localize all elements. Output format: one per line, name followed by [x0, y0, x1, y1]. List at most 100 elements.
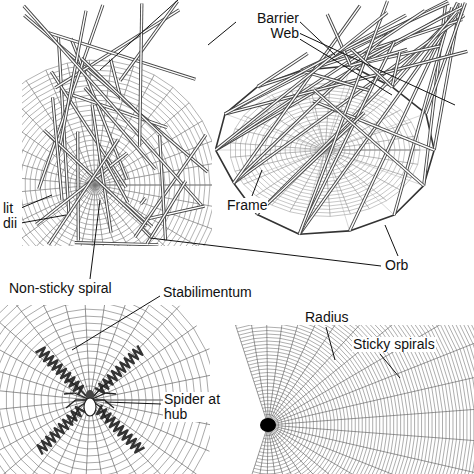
leader-line: [299, 33, 455, 105]
barrier-thread: [299, 1, 387, 234]
barrier-thread-core: [314, 89, 424, 185]
stabilimentum-band: [95, 346, 142, 393]
barrier-thread-core: [58, 11, 86, 156]
barrier-thread: [351, 49, 392, 87]
spiral-thread: [232, 325, 474, 474]
radius-thread: [90, 400, 159, 474]
barrier-thread-core: [299, 1, 387, 234]
spiral-thread: [232, 325, 474, 474]
part-label: Sticky spirals: [352, 337, 436, 352]
barrier-thread: [314, 89, 424, 185]
barrier-thread-core: [53, 97, 62, 200]
radius-thread: [22, 185, 95, 246]
spiral-thread: [27, 337, 153, 463]
spiral-thread: [232, 325, 474, 474]
spiral-thread: [232, 325, 474, 474]
radius-thread: [0, 400, 90, 474]
spiral-thread: [249, 362, 331, 474]
spider-at-hub: [260, 418, 276, 432]
radius-thread: [268, 325, 455, 425]
leader-line: [385, 225, 398, 256]
part-label: Non-sticky spiral: [8, 281, 113, 296]
leader-line: [21, 195, 52, 208]
barrier-thread-core: [215, 11, 424, 150]
barrier-thread: [104, 158, 128, 202]
spiral-thread: [232, 325, 436, 474]
leader-line: [208, 22, 236, 45]
radius-thread: [268, 425, 474, 474]
barrier-thread-core: [75, 243, 158, 245]
barrier-thread: [24, 6, 201, 205]
radius-thread: [268, 407, 474, 425]
barrier-thread-core: [135, 135, 206, 237]
leader-line: [90, 200, 100, 279]
radius-thread: [268, 425, 430, 474]
spiral-thread: [247, 359, 334, 474]
radius-thread: [232, 325, 268, 425]
spiral-thread: [254, 380, 313, 471]
part-label: Orb: [384, 258, 409, 273]
funnel-web-drawing: [215, 1, 467, 234]
leader-line: [150, 238, 381, 266]
radius-thread: [268, 425, 474, 443]
spiral-thread: [232, 325, 453, 474]
spiral-thread: [252, 373, 321, 474]
spiral-thread: [241, 338, 355, 474]
barrier-thread-core: [141, 198, 146, 204]
spiral-thread: [13, 323, 167, 474]
spiral-thread: [255, 383, 310, 467]
barrier-thread: [85, 88, 156, 170]
leader-line: [72, 296, 160, 350]
radius-thread: [268, 425, 474, 474]
barrier-thread-core: [234, 6, 360, 183]
barrier-thread-core: [120, 1, 177, 80]
barrier-thread: [126, 203, 152, 226]
stabilimentum-web-drawing: [0, 305, 210, 474]
barrier-thread-core: [81, 58, 162, 135]
leader-line: [100, 0, 178, 70]
barrier-thread: [147, 181, 186, 244]
radius-thread: [95, 185, 212, 186]
radius-thread: [268, 325, 474, 425]
part-label: Barrier Web: [238, 11, 300, 41]
spiral-thread: [256, 387, 306, 464]
barrier-thread: [392, 52, 400, 87]
spider-abdomen: [84, 398, 96, 416]
barrier-thread: [257, 112, 365, 214]
spiral-thread: [34, 344, 146, 456]
spiral-thread: [232, 325, 474, 474]
spiral-thread: [0, 305, 195, 474]
leader-line: [326, 327, 335, 360]
spiral-thread: [245, 352, 341, 474]
barrier-thread-core: [147, 181, 186, 244]
barrier-thread: [234, 6, 360, 183]
barrier-thread: [225, 51, 467, 114]
barrier-thread: [53, 97, 62, 200]
barrier-thread: [141, 198, 146, 204]
radius-thread: [232, 325, 268, 425]
spiral-thread: [244, 348, 345, 474]
barrier-thread-core: [140, 4, 142, 147]
spiral-thread: [232, 325, 443, 474]
barrier-thread-core: [351, 49, 392, 87]
part-label: lit dii: [2, 201, 22, 231]
barrier-thread: [135, 135, 206, 237]
part-label: Stabilimentum: [162, 285, 253, 300]
spiral-thread: [250, 366, 328, 474]
radius-thread: [268, 325, 301, 425]
orb-web-drawing: [232, 325, 474, 474]
leader-line: [298, 38, 392, 95]
stabilimentum-band: [36, 348, 83, 395]
barrier-thread: [76, 132, 80, 241]
spiral-thread: [0, 305, 209, 474]
spiral-thread: [237, 325, 370, 474]
barrier-thread-core: [126, 203, 152, 226]
spiral-thread: [232, 325, 460, 474]
spiral-thread: [0, 305, 202, 474]
leader-lines: [21, 0, 455, 404]
part-label: Radius: [304, 310, 350, 325]
leader-line: [252, 170, 262, 196]
spiral-thread: [232, 325, 474, 474]
radius-thread: [265, 325, 268, 425]
